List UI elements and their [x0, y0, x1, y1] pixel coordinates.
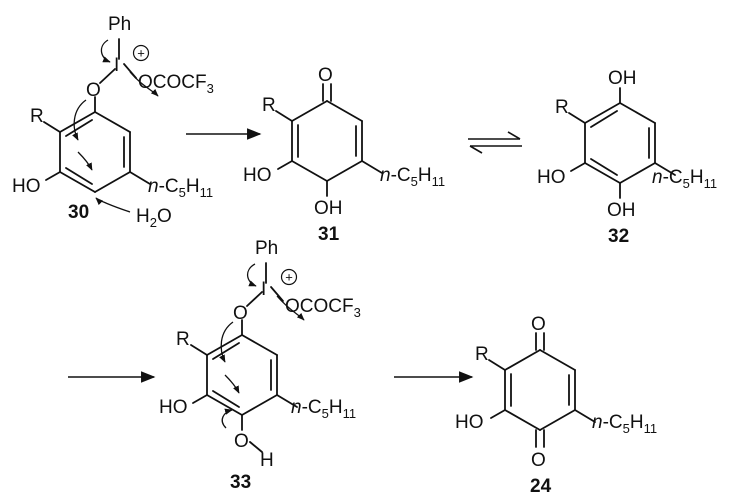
oxygen-label: O [531, 314, 546, 335]
r-label: R [30, 106, 44, 127]
compound-number-31: 31 [318, 224, 340, 245]
compound-30: Ph I O + OCOCF3 R HO n-C5H11 H2O 30 [12, 14, 214, 230]
hydroxy-label: OH [314, 198, 343, 219]
oxygen-label: O [531, 450, 546, 471]
trifluoroacetate-label: OCOCF3 [138, 72, 214, 96]
ring-bonds [59, 111, 131, 193]
compound-number-33: 33 [230, 472, 251, 493]
hydroxy-label: OH [608, 68, 637, 89]
bond-r [43, 121, 61, 133]
bond-pentyl [129, 171, 151, 185]
r-label: R [475, 344, 489, 365]
oxygen-label: O [318, 65, 333, 86]
pentyl-label: n-C5H11 [380, 165, 445, 189]
positive-charge-icon: + [280, 268, 298, 286]
pentyl-label: n-C5H11 [291, 397, 356, 421]
svg-text:+: + [285, 270, 293, 285]
trifluoroacetate-label: OCOCF3 [285, 296, 361, 320]
hydroxy-label: HO [12, 176, 41, 197]
pentyl-label: n-C5H11 [652, 167, 717, 191]
compound-31: O R HO OH n-C5H11 31 [243, 65, 445, 245]
phenyl-label: Ph [255, 238, 278, 259]
compound-24: O R HO O n-C5H11 24 [455, 314, 657, 497]
bond-ho [45, 171, 61, 181]
r-label: R [176, 329, 190, 350]
water-label: H2O [136, 206, 172, 230]
hydrogen-label: H [260, 450, 274, 471]
hydroxy-label: HO [537, 167, 566, 188]
compound-number-32: 32 [608, 226, 629, 247]
oxygen-label: O [86, 80, 101, 101]
curly-arrows [72, 39, 159, 213]
equilibrium-arrow [468, 131, 522, 154]
pentyl-label: n-C5H11 [592, 412, 657, 436]
oxygen-label: O [233, 303, 248, 324]
compound-number-24: 24 [530, 476, 552, 497]
hydroxy-label: HO [455, 412, 484, 433]
hydroxy-label: HO [243, 165, 272, 186]
bond-o-i [99, 68, 116, 84]
hydroxy-label: HO [159, 397, 188, 418]
iodine-label: I [114, 55, 119, 76]
positive-charge-icon: + [132, 44, 150, 62]
iodine-label: I [261, 279, 266, 300]
oxygen-label: O [234, 431, 249, 452]
hydroxy-label: OH [607, 200, 636, 221]
phenyl-label: Ph [108, 14, 131, 35]
curly-arrows [219, 263, 305, 429]
compound-32: OH R HO OH n-C5H11 32 [537, 68, 717, 247]
compound-number-30: 30 [68, 202, 89, 223]
r-label: R [262, 95, 276, 116]
svg-text:+: + [137, 46, 145, 61]
r-label: R [555, 97, 569, 118]
pentyl-label: n-C5H11 [148, 176, 213, 200]
compound-33: Ph I O + OCOCF3 R HO O H n-C5H11 33 [159, 238, 361, 493]
